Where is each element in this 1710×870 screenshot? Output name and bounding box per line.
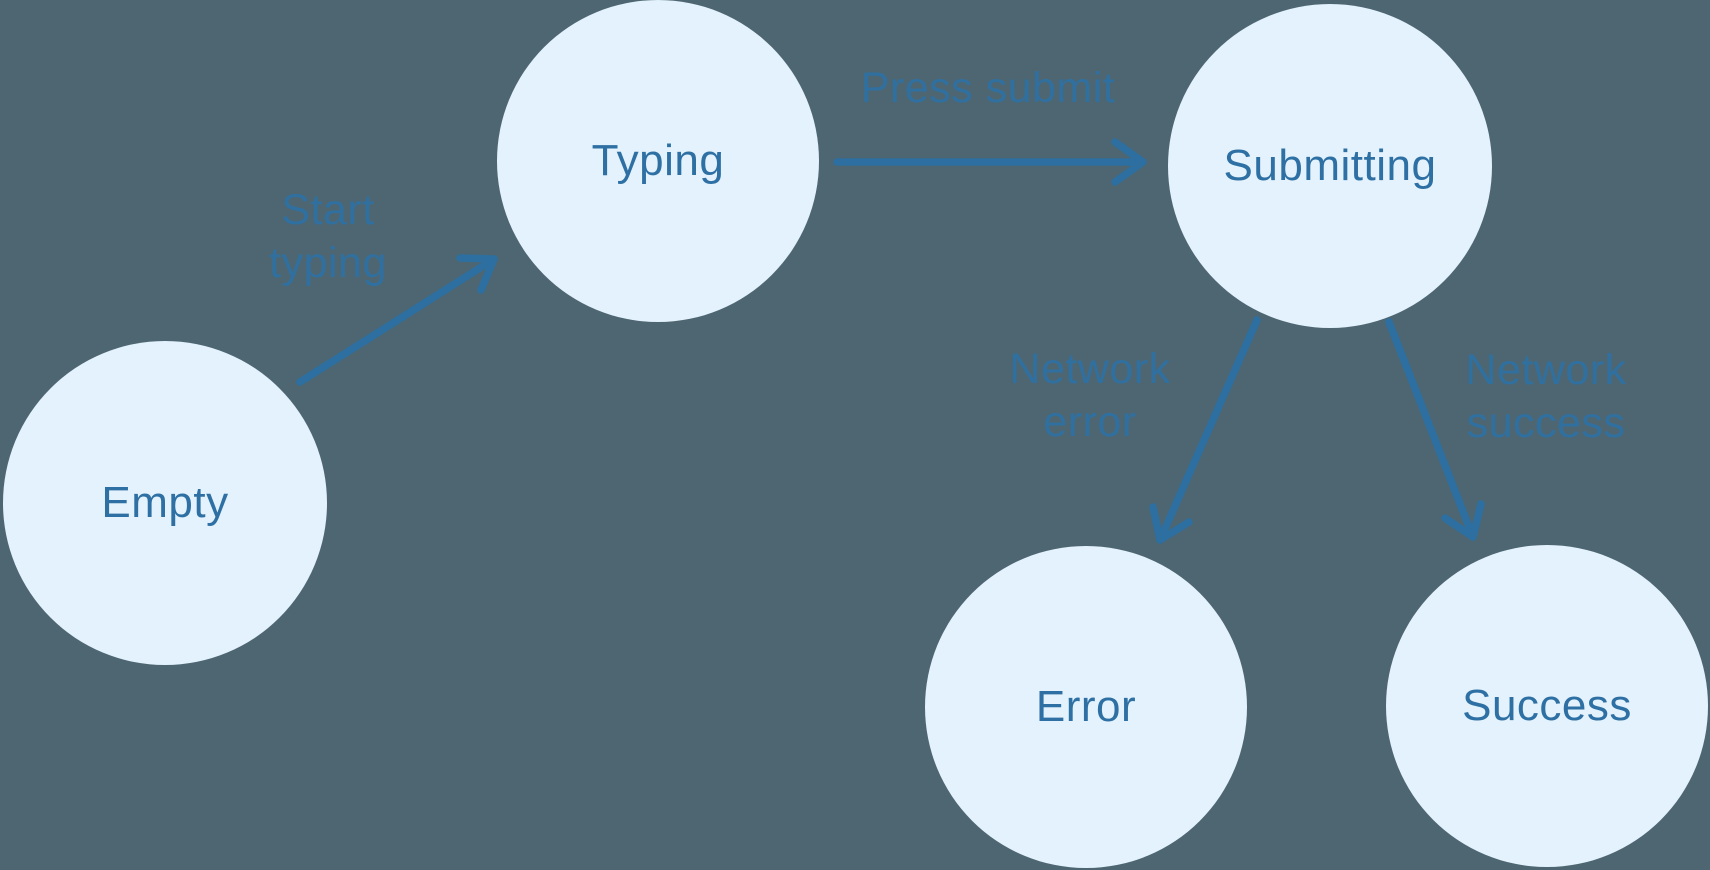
- state-node-error: Error: [925, 546, 1247, 868]
- edge-label-line: Press submit: [860, 64, 1116, 112]
- state-node-typing: Typing: [497, 0, 819, 322]
- arrowhead-submitting-to-success-icon: [1441, 500, 1485, 541]
- state-node-label: Success: [1462, 681, 1632, 730]
- arrowhead-typing-to-submitting-icon: [1111, 138, 1147, 186]
- edge-label-press-submit: Press submit: [788, 62, 1188, 115]
- edge-label-line: typing: [269, 239, 387, 287]
- arrow-empty-to-typing: [296, 255, 498, 386]
- edge-label-line: Start: [281, 186, 375, 234]
- state-node-label: Empty: [101, 478, 229, 527]
- state-node-success: Success: [1386, 545, 1708, 867]
- edge-label-line: Network: [1009, 345, 1171, 393]
- state-node-empty: Empty: [3, 341, 327, 665]
- arrow-submitting-to-error: [1156, 316, 1261, 544]
- state-node-submitting: Submitting: [1168, 4, 1492, 328]
- edge-label-line: success: [1466, 399, 1626, 447]
- edge-label-network-error: Network error: [930, 343, 1250, 449]
- edge-label-line: error: [1043, 398, 1137, 446]
- state-node-label: Typing: [591, 136, 725, 185]
- state-node-label: Submitting: [1223, 141, 1437, 190]
- edge-label-line: Network: [1465, 346, 1627, 394]
- arrow-submitting-to-success: [1385, 318, 1477, 541]
- arrowhead-submitting-to-error-icon: [1149, 503, 1193, 544]
- edge-label-start-typing: Start typing: [188, 184, 468, 290]
- edge-label-network-success: Network success: [1386, 344, 1706, 450]
- state-node-label: Error: [1035, 682, 1137, 731]
- arrowhead-empty-to-typing-icon: [456, 254, 498, 294]
